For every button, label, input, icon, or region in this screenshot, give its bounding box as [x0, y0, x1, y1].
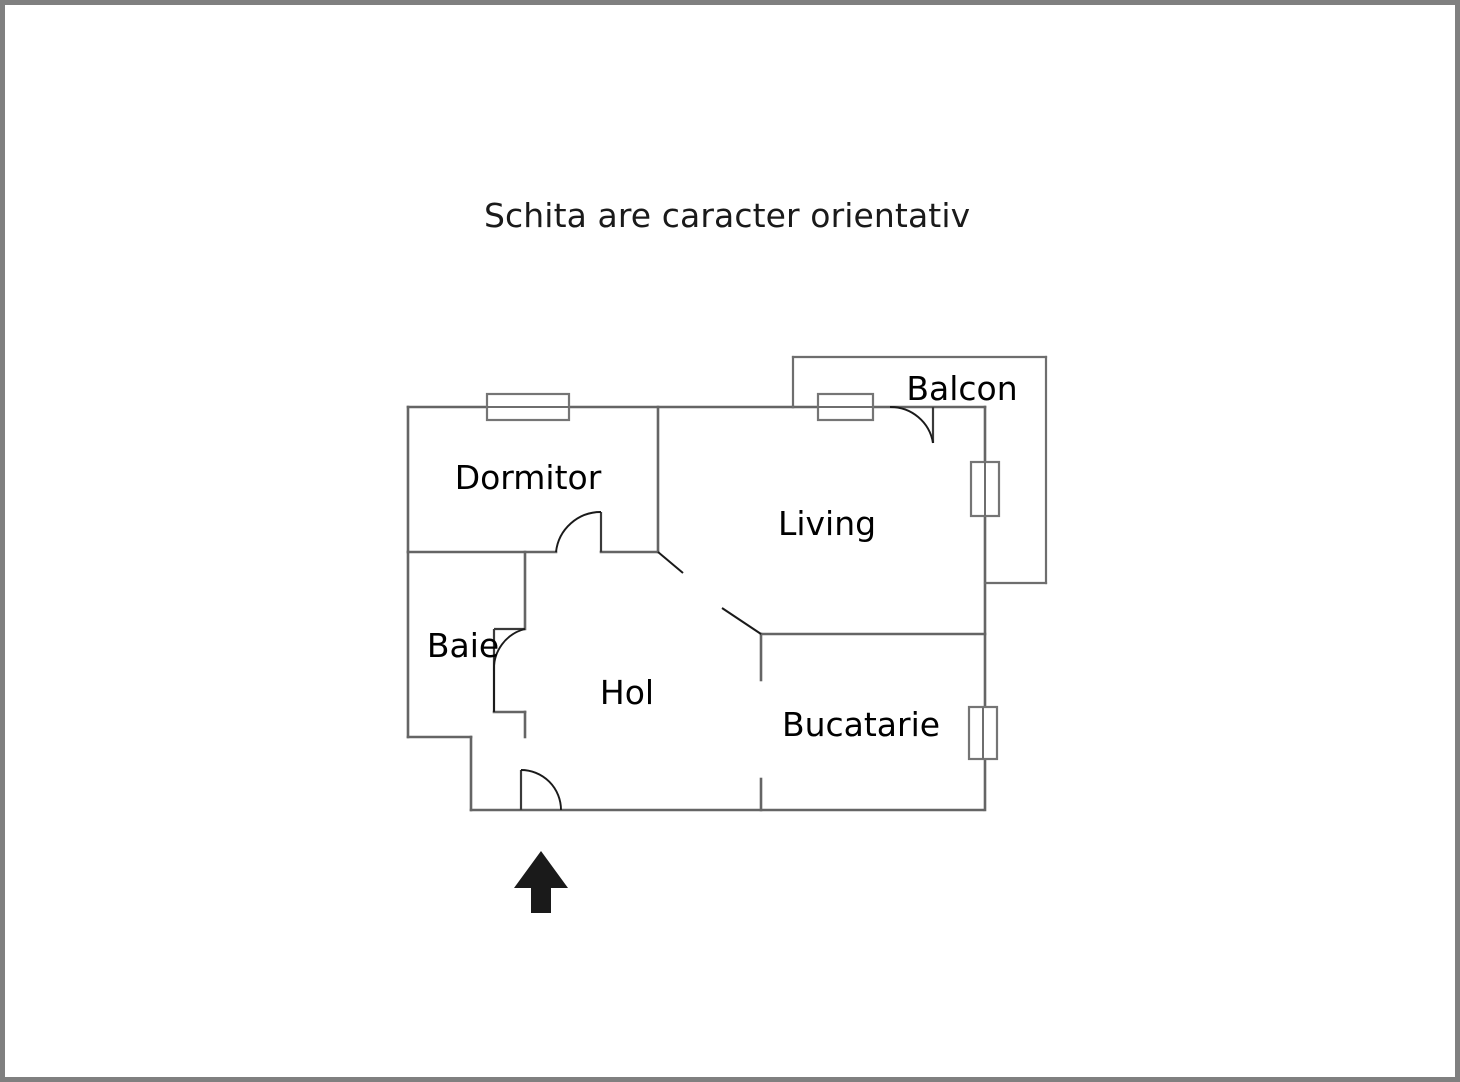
- window-living: [816, 392, 875, 422]
- balcony-walls: [791, 355, 1048, 585]
- window-balcon: [969, 460, 1001, 518]
- room-label-dormitor: Dormitor: [455, 458, 602, 497]
- door-swings: [493, 406, 934, 811]
- room-label-balcon: Balcon: [906, 369, 1017, 408]
- windows: [485, 392, 1001, 761]
- opening-bucatarie-hol-mark: [721, 607, 762, 635]
- room-label-bucatarie: Bucatarie: [782, 705, 940, 744]
- door-baie-arc: [493, 628, 526, 672]
- door-dormitor-arc: [555, 511, 602, 553]
- door-balcon-arc: [889, 406, 934, 444]
- room-labels: Dormitor Balcon Living Baie Hol Bucatari…: [427, 369, 1018, 744]
- room-label-baie: Baie: [427, 626, 499, 665]
- page-title: Schita are caracter orientativ: [484, 196, 971, 235]
- window-dormitor: [485, 392, 571, 422]
- room-label-living: Living: [778, 504, 876, 543]
- entrance-arrow: [514, 851, 568, 913]
- open-passage-marks: [657, 551, 762, 635]
- door-entrance-arc: [520, 769, 562, 811]
- opening-living-hol-mark: [657, 551, 684, 574]
- interior-walls: [406, 405, 987, 812]
- room-label-hol: Hol: [600, 673, 654, 712]
- window-bucatarie: [967, 705, 999, 761]
